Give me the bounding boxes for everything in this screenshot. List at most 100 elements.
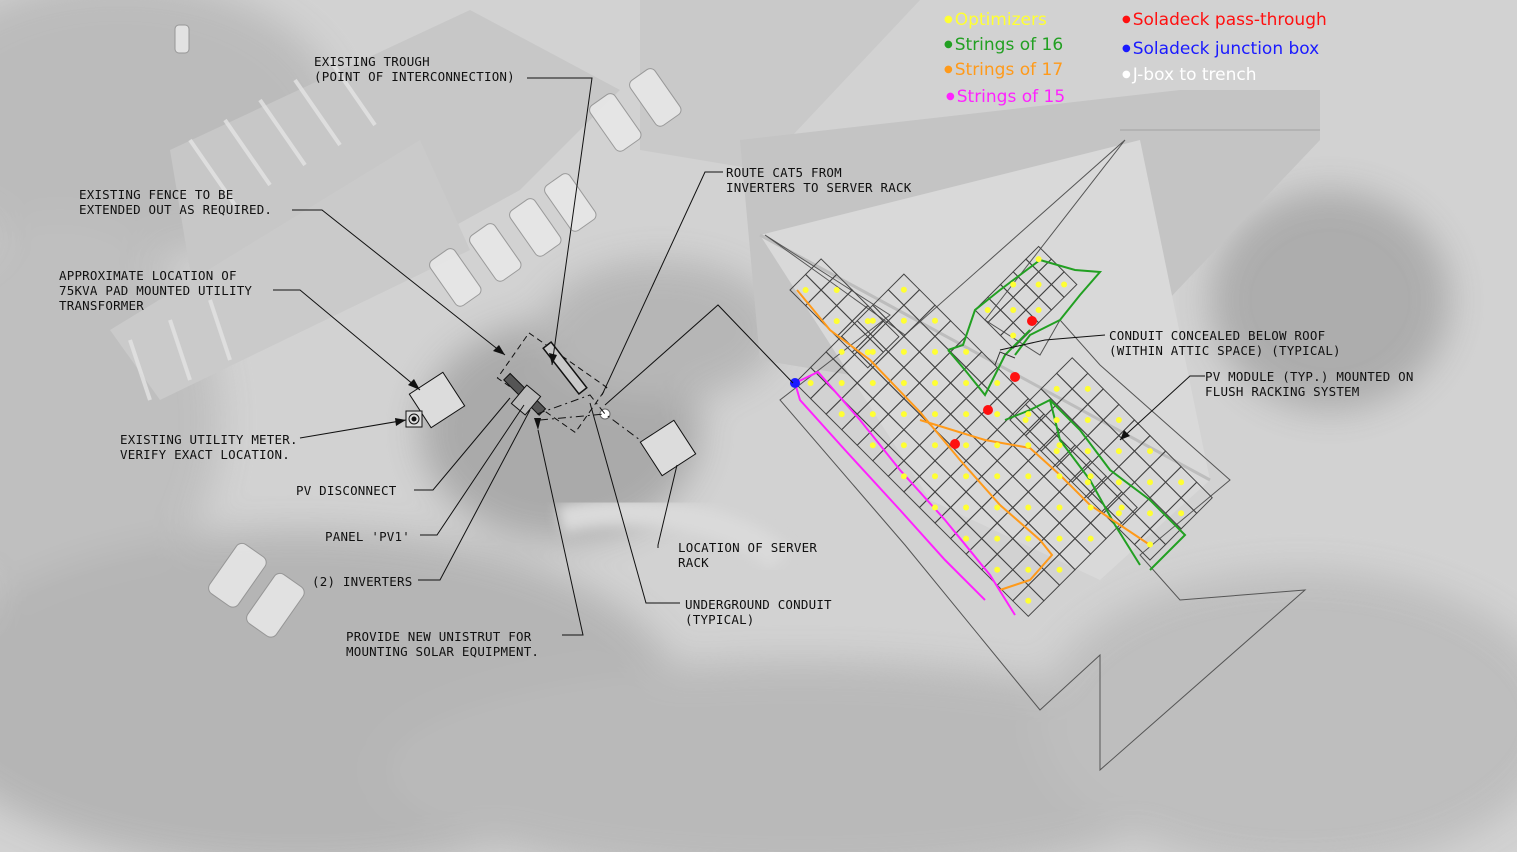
legend-dot-strings-17: ● [944,64,953,75]
legend-label-optimizers: Optimizers [954,10,1047,30]
optimizer-marker [864,318,871,325]
optimizer-marker [1053,417,1060,423]
optimizer-marker [1035,256,1042,263]
legend-soladeck-junction-box: ●Soladeck junction box [1122,39,1319,59]
legend-label-junction-box: Soladeck junction box [1132,39,1320,59]
server-rack [639,419,697,477]
optimizer-marker [900,442,907,449]
underground-conduit [536,394,641,441]
optimizer-marker [1025,504,1032,511]
leader-inverters [418,409,531,581]
legend-soladeck-pass-through: ●Soladeck pass-through [1122,10,1327,30]
optimizer-marker [932,380,938,386]
optimizer-marker [1115,448,1122,455]
optimizer-marker [1115,417,1122,423]
string-17-wire-left-b [919,419,1031,449]
optimizer-markers [802,256,1185,604]
pv-module [867,320,900,353]
array-left-main [794,273,1138,618]
optimizer-marker [963,442,970,449]
legend-dot-strings-15: ● [946,91,955,102]
optimizer-marker [932,348,938,355]
note-conduit-concealed: CONDUIT CONCEALED BELOW ROOF (WITHIN ATT… [1109,328,1341,358]
note-existing-fence: EXISTING FENCE TO BE EXTENDED OUT AS REQ… [79,187,273,217]
string-17-wire-left [796,289,1054,591]
optimizer-marker [994,473,1001,480]
optimizer-marker [994,442,1001,449]
optimizer-marker [900,473,907,480]
optimizer-marker [1087,535,1094,542]
optimizer-marker [1035,281,1042,288]
optimizer-marker [1053,448,1060,455]
pv-module [1050,271,1078,299]
string-16-wire-right [1004,398,1187,571]
legend-label-strings-17: Strings of 17 [954,60,1064,80]
legend-label-strings-15: Strings of 15 [956,87,1066,107]
optimizer-marker [932,473,938,480]
optimizer-marker [1025,442,1032,449]
optimizer-marker [994,535,1001,542]
optimizer-marker [838,380,845,386]
optimizer-marker [900,348,907,355]
optimizer-marker [994,504,1001,511]
optimizer-marker [1087,504,1094,511]
optimizer-marker [1010,281,1017,288]
optimizer-marker [963,473,970,480]
optimizer-marker [1056,442,1063,449]
legend-dot-strings-16: ● [944,39,953,50]
optimizer-marker [1084,417,1091,423]
legend-dot-j-box-trench: ● [1122,69,1131,80]
leader-utility-meter [299,419,407,439]
optimizer-marker [932,317,938,324]
optimizer-marker [1025,473,1032,480]
leader-route-cat5 [601,171,723,396]
leader-existing-trough [527,77,593,366]
optimizer-marker [932,411,938,418]
leader-panel-pv1 [420,404,525,536]
note-underground-conduit: UNDERGROUND CONDUIT (TYPICAL) [685,597,832,627]
note-route-cat5: ROUTE CAT5 FROM INVERTERS TO SERVER RACK [726,165,912,195]
optimizer-marker [1053,385,1060,392]
optimizer-marker [900,380,907,386]
legend-dot-optimizers: ● [944,14,953,25]
optimizer-marker [900,411,907,418]
optimizer-marker [900,286,907,293]
optimizer-marker [994,411,1001,418]
optimizer-marker [1025,597,1032,604]
optimizer-marker [807,380,814,386]
note-panel-pv1: PANEL 'PV1' [325,529,410,544]
optimizer-marker [1147,541,1153,548]
leader-underground-conduit [589,402,680,604]
soladeck-junction-box-marker [790,378,800,388]
legend-dot-pass-through: ● [1122,14,1131,25]
optimizer-marker [1084,479,1091,486]
soladeck-pass-through-marker [1010,372,1020,382]
string-16-wire-top [947,258,1103,356]
optimizer-marker [994,380,1001,386]
optimizer-marker [802,287,809,293]
optimizer-marker [869,317,876,324]
optimizer-marker [1118,504,1125,511]
optimizer-marker [869,411,876,418]
leader-existing-fence [292,209,506,356]
note-transformer: APPROXIMATE LOCATION OF 75KVA PAD MOUNTE… [59,268,253,313]
optimizer-marker [864,349,871,356]
legend-strings-15: ●Strings of 15 [946,87,1065,107]
leader-pv-disconnect [414,397,511,491]
optimizer-marker [838,411,845,418]
optimizer-marker [1056,566,1063,573]
string-wiring [794,258,1187,616]
roof-outline [764,139,1307,772]
optimizer-marker [963,535,970,542]
array-right-main [1009,357,1213,561]
leader-transformer [273,289,421,391]
optimizer-marker [932,504,938,511]
soladeck-pass-through-marker [950,439,960,449]
leader-pv-module [1119,375,1205,441]
optimizer-marker [869,348,876,355]
optimizer-marker [1025,535,1032,542]
leader-lines [273,77,1205,636]
legend-strings-16: ●Strings of 16 [944,35,1063,55]
concealed-conduit [994,351,1016,366]
